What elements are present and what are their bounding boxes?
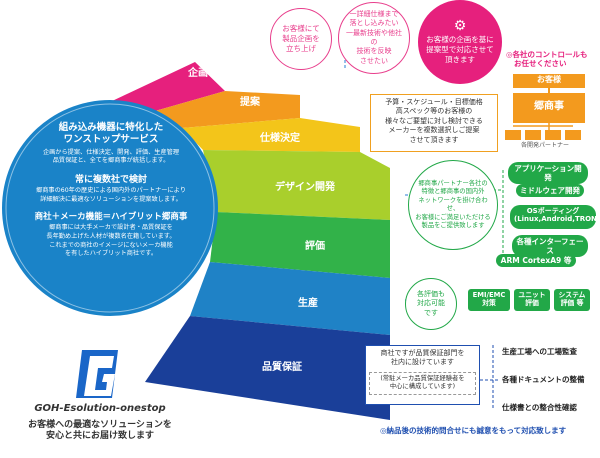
qa-item-2: 各種ドキュメントの整備	[502, 375, 585, 384]
stage-band-4	[203, 150, 390, 220]
stage-band-7	[145, 316, 390, 420]
planning-main-line: 頂きます	[445, 54, 475, 64]
stage-band-1	[110, 62, 225, 111]
hub-para-3-line: 長年勤め上げた人材が複数名在籍しています。	[46, 233, 176, 241]
spec-box-line: させて頂きます	[409, 135, 459, 144]
planning-main-line: お客様の企画を基に	[426, 34, 494, 44]
control-partner: 各開発パートナー	[520, 142, 569, 149]
dev-pill-2: ミドルウェア開発	[516, 184, 584, 197]
tagline: お客様への最適なソリューションを 安心と共にお届け致します	[0, 420, 200, 443]
gear-icon: ⚙	[453, 18, 467, 35]
eval-circle: 各評価も 対応可能 です	[405, 278, 457, 330]
stage-band-6	[190, 262, 390, 335]
eval-circle-line: 各評価も	[417, 289, 445, 298]
hub-heading-4: 商社＋メーカ機能＝ハイブリット郷商事	[34, 212, 188, 223]
eval-box-1: EMI/EMC 対策	[468, 289, 510, 311]
hub-para-1-line: 企画から提案、仕様決定、開発、評価、生産管理	[42, 148, 180, 156]
qa-item-1: 生産工場への工場監査	[502, 347, 577, 356]
stage-label-3: 仕様決定	[260, 133, 300, 144]
qa-box-sub-line: (常駐メーカ品質保証経験者を	[380, 374, 465, 382]
hub-para-2: 郷商事の60年の歴史による国内外のパートナーにより 詳細解決に最適なソリューショ…	[20, 187, 202, 204]
qa-box: 商社ですが品質保証部門を 社内に設けています (常駐メーカ品質保証経験者を 中心…	[365, 345, 480, 405]
hub-circle	[2, 100, 218, 316]
planning-circle-line: 一最新技術や他社の	[346, 28, 402, 46]
planning-circle-line: させたい	[360, 56, 388, 65]
control-note-line: お任せください	[514, 59, 567, 69]
control-company: 郷商事	[534, 101, 564, 112]
hub-heading-3: 常に複数社で検討	[74, 175, 147, 186]
control-customer: お客様	[537, 75, 561, 84]
planning-circle-2: 一詳細仕様まで 落とし込みたい 一最新技術や他社の 技術を反映 させたい	[338, 2, 410, 74]
dev-circle: 郷商事パートナー各社の 特徴と郷商事の国内外 ネットワークを掛け合わせ、 お客様…	[408, 160, 498, 250]
hub-para-3-line: これまでの商社のイメージにないメーカ機能	[49, 241, 173, 249]
dev-pill-4: 各種インターフェース	[512, 235, 588, 257]
planning-main-circle: ⚙ お客様の企画を基に 提案型で対応させて 頂きます	[418, 0, 502, 84]
planning-circle-line: 立ち上げ	[286, 44, 316, 54]
qa-item-3: 仕様書との整合性確認	[502, 403, 577, 412]
planning-circle-line: 落とし込みたい	[349, 19, 399, 28]
eval-box-3: システム 評価 等	[554, 289, 590, 311]
dev-pill-1: アプリケーション開発	[508, 162, 588, 184]
tagline-line: お客様への最適なソリューションを	[28, 420, 172, 430]
hub-heading-2: ワンストップサービス	[63, 133, 159, 145]
stage-label-6: 生産	[298, 298, 318, 309]
hub-para-3-line: を有したハイブリット商社です。	[64, 250, 158, 258]
spec-box-line: メーカーを複数選択しご提案	[388, 126, 480, 135]
hub-text: 組み込み機器に特化した ワンストップサービス 企画から提案、仕様決定、開発、評価…	[20, 122, 202, 259]
stage-fan	[110, 62, 390, 420]
dev-circle-line: 製品をご提供致します	[421, 222, 485, 229]
hub-para-1-line: 品質保証と、全てを郷商事が統括します。	[52, 157, 170, 165]
hub-para-2-line: 詳細解決に最適なソリューションを提案致します。	[40, 195, 182, 203]
stage-band-3	[182, 118, 360, 152]
planning-main-line: 提案型で対応させて	[426, 44, 494, 54]
planning-circle-line: 技術を反映	[356, 47, 392, 56]
dev-circle-line: お客様にご満足いただける	[415, 213, 491, 221]
dev-circle-line: 郷商事パートナー各社の	[418, 179, 488, 187]
eval-circle-line: 対応可能	[417, 299, 445, 308]
hub-para-3: 郷商事には大手メーカで設計者・品質保証を 長年勤め上げた人材が複数名在籍していま…	[20, 224, 202, 259]
stage-label-4: デザイン開発	[275, 182, 335, 193]
control-note: ◎各社のコントロールも お任せください	[506, 50, 600, 69]
qa-box-line: 商社ですが品質保証部門を	[380, 349, 465, 357]
eval-circle-line: です	[424, 308, 438, 317]
control-note-line: ◎各社のコントロールも	[506, 50, 588, 59]
customer-box	[513, 74, 585, 88]
qa-box-sub-line: 中心に構成しています)	[389, 383, 456, 391]
qa-box-sub: (常駐メーカ品質保証経験者を 中心に構成しています)	[369, 371, 476, 395]
planning-circle-1: お客様にて 製品企画を 立ち上げ	[270, 8, 332, 70]
stage-label-7: 品質保証	[262, 362, 302, 373]
partner-boxes	[505, 130, 581, 140]
hub-para-2-line: 郷商事の60年の歴史による国内外のパートナーにより	[36, 187, 186, 195]
spec-box-line: 予算・スケジュール・目標価格	[385, 98, 483, 106]
dev-pill-3: OSポーティング (Linux,Android,TRON)	[510, 205, 600, 229]
stage-band-5	[210, 212, 390, 278]
dev-pill-5: ARM CortexA9 等	[496, 254, 576, 267]
logo-mark	[76, 350, 118, 398]
tagline-line: 安心と共にお届け致します	[45, 431, 154, 442]
planning-circle-line: 一詳細仕様まで	[349, 9, 399, 18]
logo-name: GOH-Esolution-onestop	[34, 403, 166, 414]
spec-box: 予算・スケジュール・目標価格 高スペック等のお客様の 様々なご要望に対し検討でき…	[370, 94, 498, 152]
footer-note: ◎納品後の技術的問合せにも誠意をもって対応致します	[380, 426, 567, 435]
spec-box-line: 高スペック等のお客様の	[395, 107, 473, 116]
hub-para-3-line: 郷商事には大手メーカで設計者・品質保証を	[49, 224, 173, 232]
company-box	[513, 93, 585, 123]
stage-label-2: 提案	[240, 97, 260, 108]
stage-band-2	[155, 91, 300, 128]
stage-label-5: 評価	[305, 241, 325, 252]
stage-label-1: 企画	[188, 68, 208, 79]
hub-para-1: 企画から提案、仕様決定、開発、評価、生産管理 品質保証と、全てを郷商事が統括しま…	[20, 149, 202, 166]
eval-box-2: ユニット 評価	[514, 289, 550, 311]
dev-circle-line: ネットワークを掛け合わせ、	[418, 196, 488, 213]
planning-circle-line: お客様にて	[282, 23, 320, 33]
dev-circle-line: 特徴と郷商事の国内外	[421, 188, 485, 195]
planning-circle-line: 製品企画を	[282, 33, 320, 43]
qa-box-line: 社内に設けています	[391, 358, 454, 367]
hub-heading-1: 組み込み機器に特化した	[58, 122, 164, 133]
spec-box-line: 様々なご要望に対し検討できる	[385, 116, 483, 125]
